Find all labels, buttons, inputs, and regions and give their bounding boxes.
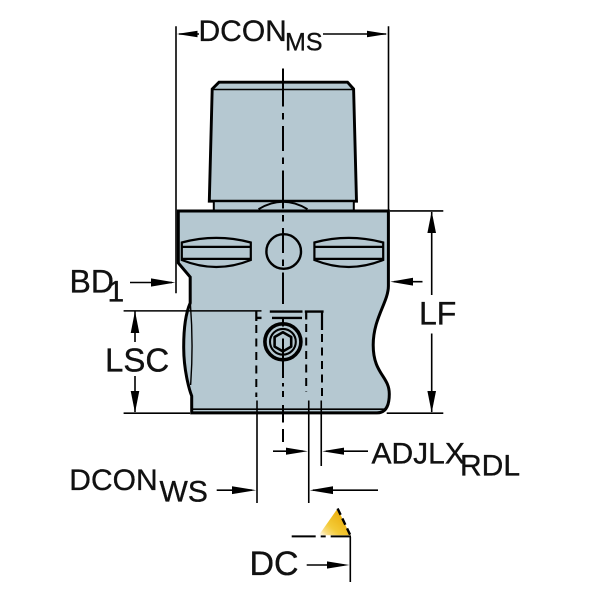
svg-text:1: 1 — [108, 276, 125, 309]
svg-text:WS: WS — [160, 476, 208, 509]
svg-text:ADJLX: ADJLX — [372, 438, 465, 471]
svg-text:LF: LF — [419, 296, 456, 332]
svg-text:MS: MS — [285, 29, 323, 57]
svg-text:BD: BD — [70, 264, 114, 300]
svg-text:DCON: DCON — [69, 464, 157, 497]
svg-text:DC: DC — [250, 545, 299, 583]
svg-text:LSC: LSC — [105, 342, 169, 379]
svg-text:DCON: DCON — [199, 15, 287, 48]
svg-text:RDL: RDL — [460, 450, 520, 483]
